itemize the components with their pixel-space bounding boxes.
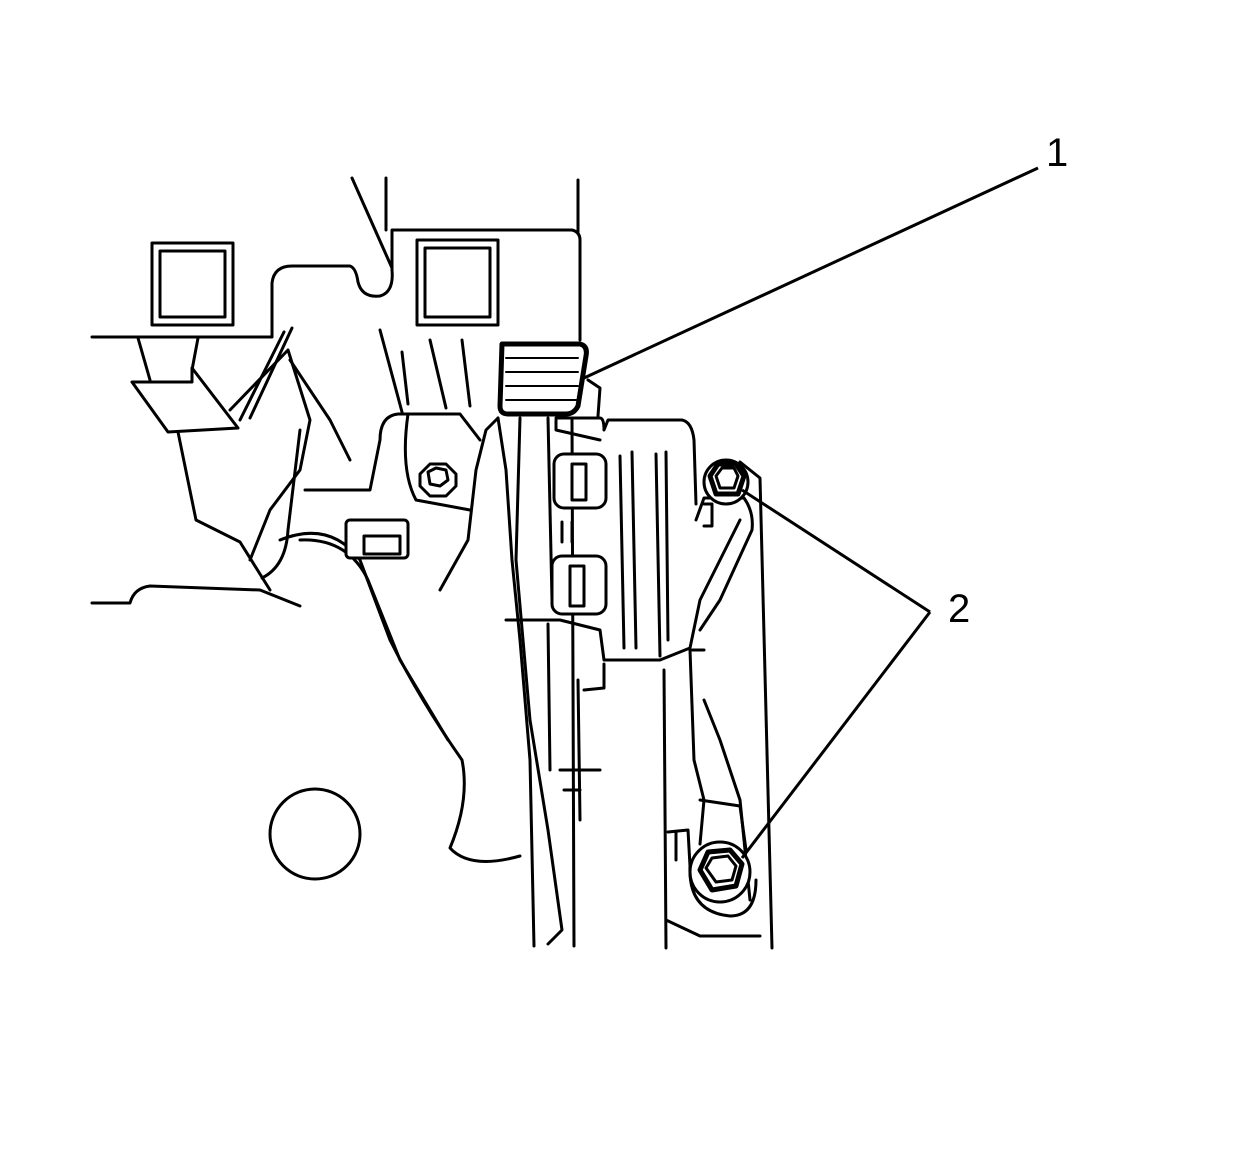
callout-1: 1 bbox=[583, 131, 1068, 380]
lower-bolt bbox=[688, 840, 752, 904]
pedal-bracket bbox=[504, 416, 774, 950]
callout-2-leader-upper bbox=[741, 488, 931, 614]
left-dash-structure bbox=[90, 176, 582, 881]
callout-1-label: 1 bbox=[1046, 131, 1068, 175]
callout-2-leader-lower bbox=[740, 611, 932, 859]
upper-bolt bbox=[702, 458, 750, 506]
callout-1-leader bbox=[583, 166, 1039, 380]
pedal-arm bbox=[438, 416, 602, 948]
callout-2: 2 bbox=[740, 488, 970, 859]
callout-2-label: 2 bbox=[948, 587, 970, 631]
pedal-pad bbox=[497, 341, 602, 418]
